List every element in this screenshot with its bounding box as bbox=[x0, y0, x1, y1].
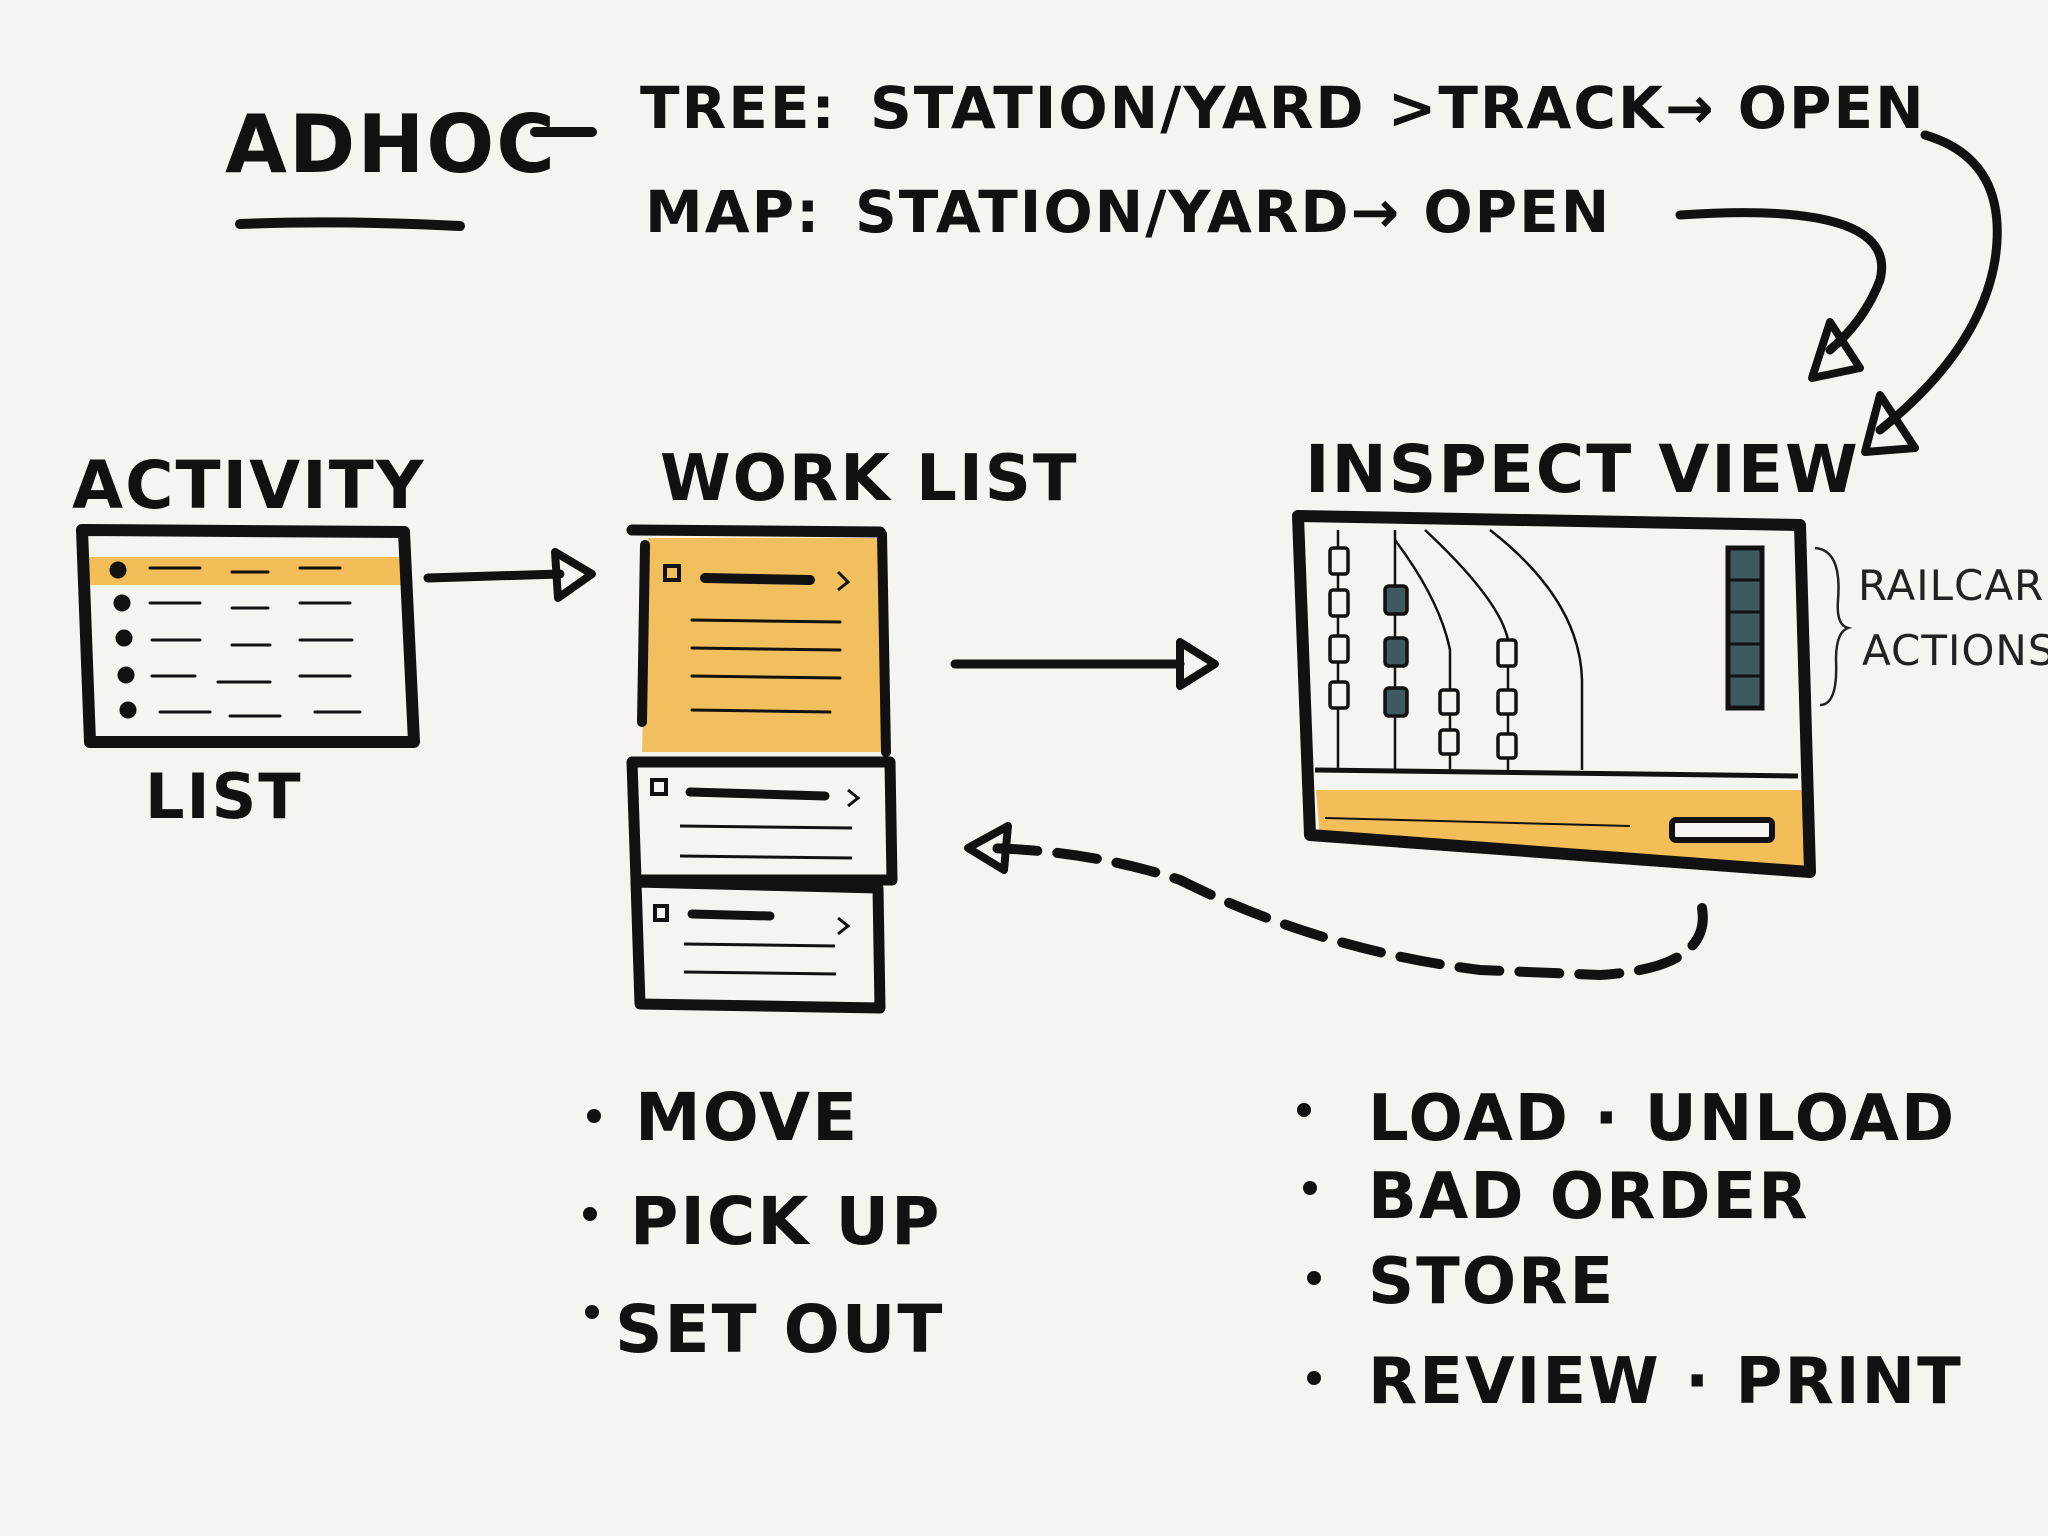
inspect-action-2: BAD ORDER bbox=[1368, 1160, 1810, 1234]
diagram-title: ADHOC bbox=[225, 98, 557, 191]
tree-flow-arrow bbox=[1875, 130, 2002, 435]
worklist-action-2: PICK UP bbox=[630, 1183, 941, 1260]
activity-frame bbox=[76, 524, 420, 748]
worklist-card-3 bbox=[630, 876, 886, 1014]
inspect-bottom-bar bbox=[1316, 790, 1812, 872]
railcar-action-toolbar bbox=[1725, 545, 1765, 711]
railcar-annotation-line1: RAILCAR bbox=[1858, 561, 2044, 610]
railcar-brace bbox=[1814, 546, 1853, 707]
map-path: STATION/YARD→ OPEN bbox=[855, 178, 1611, 246]
railcar-annotation-line2: ACTIONS bbox=[1862, 626, 2048, 675]
worklist-arrowhead bbox=[1176, 638, 1219, 690]
activity-list-sketch bbox=[76, 524, 420, 748]
railcars bbox=[1328, 546, 1518, 760]
work-list-sketch bbox=[626, 524, 898, 1014]
worklist-card-2 bbox=[626, 756, 898, 886]
inspect-action-3: STORE bbox=[1368, 1245, 1615, 1319]
inspect-frame bbox=[1292, 510, 1816, 878]
worklist-action-1: MOVE bbox=[635, 1079, 859, 1156]
inspect-view-sketch bbox=[1292, 510, 1816, 878]
tree-label: TREE: bbox=[640, 74, 837, 142]
activity-arrowhead bbox=[551, 548, 596, 602]
worklist-title: WORK LIST bbox=[660, 442, 1079, 516]
worklist-action-3: SET OUT bbox=[615, 1291, 944, 1368]
inspect-action-4: REVIEW · PRINT bbox=[1368, 1345, 1963, 1419]
title-underline bbox=[235, 217, 465, 231]
inspect-action-1: LOAD · UNLOAD bbox=[1368, 1082, 1956, 1156]
return-arrowhead bbox=[964, 822, 1012, 874]
inspect-action-button bbox=[1669, 817, 1775, 843]
map-flow-arrow bbox=[1675, 208, 1887, 355]
map-arrowhead bbox=[1808, 318, 1864, 382]
activity-to-worklist-arrow bbox=[423, 569, 565, 583]
inspect-title: INSPECT VIEW bbox=[1305, 431, 1860, 508]
activity-subtitle: LIST bbox=[145, 760, 303, 833]
track-lines bbox=[1336, 529, 1584, 770]
tree-path: STATION/YARD >TRACK→ OPEN bbox=[870, 74, 1926, 142]
worklist-actions-list: MOVE PICK UP SET OUT bbox=[583, 1079, 944, 1368]
map-label: MAP: bbox=[645, 178, 821, 246]
worklist-selected-card bbox=[642, 538, 882, 752]
activity-rows bbox=[109, 561, 362, 719]
activity-title: ACTIVITY bbox=[72, 447, 426, 524]
return-dashed-arrow bbox=[980, 843, 1708, 981]
inspect-actions-list: LOAD · UNLOAD BAD ORDER STORE REVIEW · P… bbox=[1297, 1082, 1963, 1419]
tree-arrowhead bbox=[1861, 391, 1919, 456]
